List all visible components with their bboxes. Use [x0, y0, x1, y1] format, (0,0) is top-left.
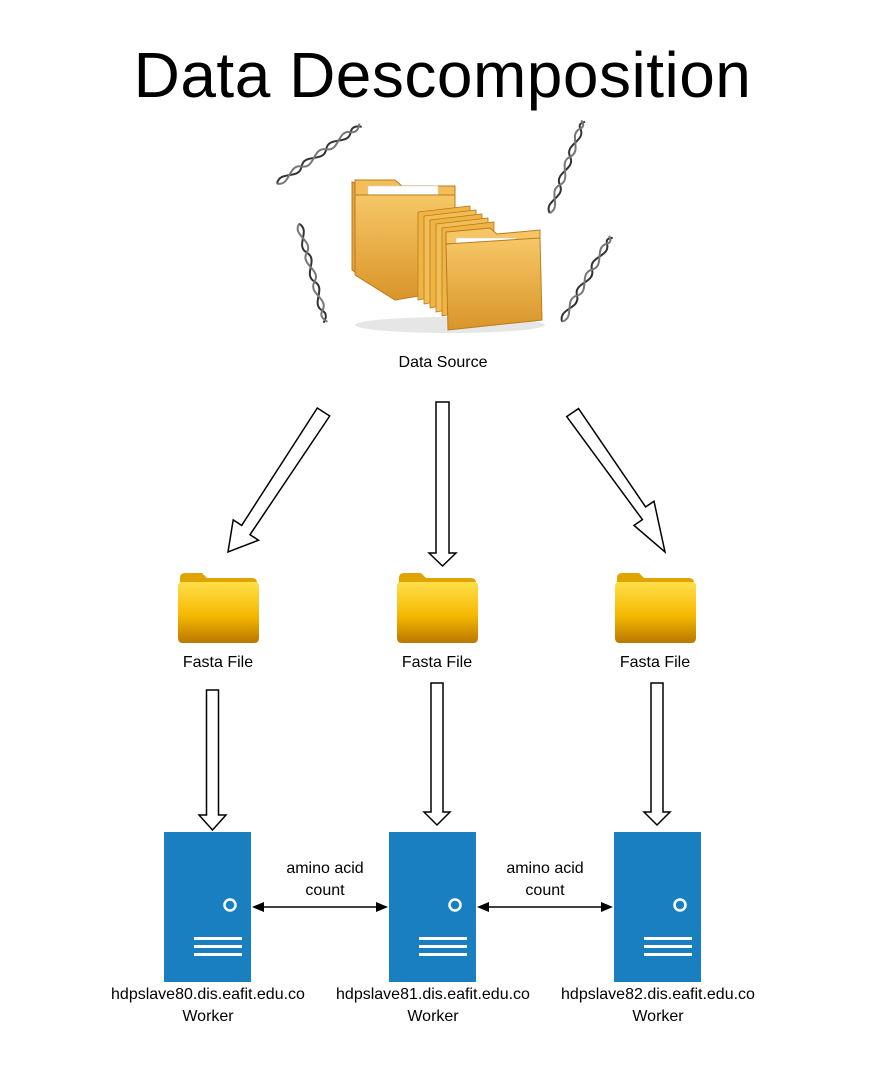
- page-title: Data Descomposition: [133, 39, 752, 111]
- link-label-1-line2: count: [305, 882, 345, 899]
- folder-icon: [397, 573, 478, 643]
- arrow-file-to-worker-2: [422, 682, 452, 827]
- worker-host-2: hdpslave81.dis.eafit.edu.co: [336, 986, 530, 1003]
- arrow-file-to-worker-1: [197, 689, 228, 832]
- folders-icon: [351, 179, 545, 333]
- arrow-source-to-file-1: [227, 406, 331, 554]
- worker-role-1: Worker: [182, 1008, 234, 1025]
- worker-label-3: hdpslave82.dis.eafit.edu.co Worker: [547, 984, 769, 1028]
- worker-label-2: hdpslave81.dis.eafit.edu.co Worker: [322, 984, 544, 1028]
- dna-helix-icon: [276, 119, 613, 324]
- link-label-2-line2: count: [525, 882, 565, 899]
- link-worker-81-82: [477, 902, 613, 912]
- worker-host-1: hdpslave80.dis.eafit.edu.co: [111, 986, 305, 1003]
- server-icon: [614, 832, 701, 982]
- server-icon: [389, 832, 476, 982]
- server-icon: [164, 832, 251, 982]
- link-label-1-line1: amino acid: [286, 860, 364, 877]
- data-source-label: Data Source: [398, 354, 488, 371]
- link-label-1: amino acid count: [265, 858, 385, 902]
- fasta-file-label-1: Fasta File: [182, 654, 254, 671]
- worker-label-1: hdpslave80.dis.eafit.edu.co Worker: [97, 984, 319, 1028]
- arrow-source-to-file-2: [427, 401, 458, 568]
- link-label-2: amino acid count: [485, 858, 605, 902]
- folder-icon: [178, 573, 259, 643]
- worker-role-2: Worker: [407, 1008, 459, 1025]
- fasta-file-label-3: Fasta File: [619, 654, 691, 671]
- link-worker-80-81: [252, 902, 388, 912]
- folder-icon: [615, 573, 696, 643]
- link-label-2-line1: amino acid: [506, 860, 584, 877]
- fasta-file-label-2: Fasta File: [401, 654, 473, 671]
- arrow-file-to-worker-3: [642, 682, 672, 827]
- arrow-source-to-file-3: [565, 407, 667, 555]
- worker-role-3: Worker: [632, 1008, 684, 1025]
- worker-host-3: hdpslave82.dis.eafit.edu.co: [561, 986, 755, 1003]
